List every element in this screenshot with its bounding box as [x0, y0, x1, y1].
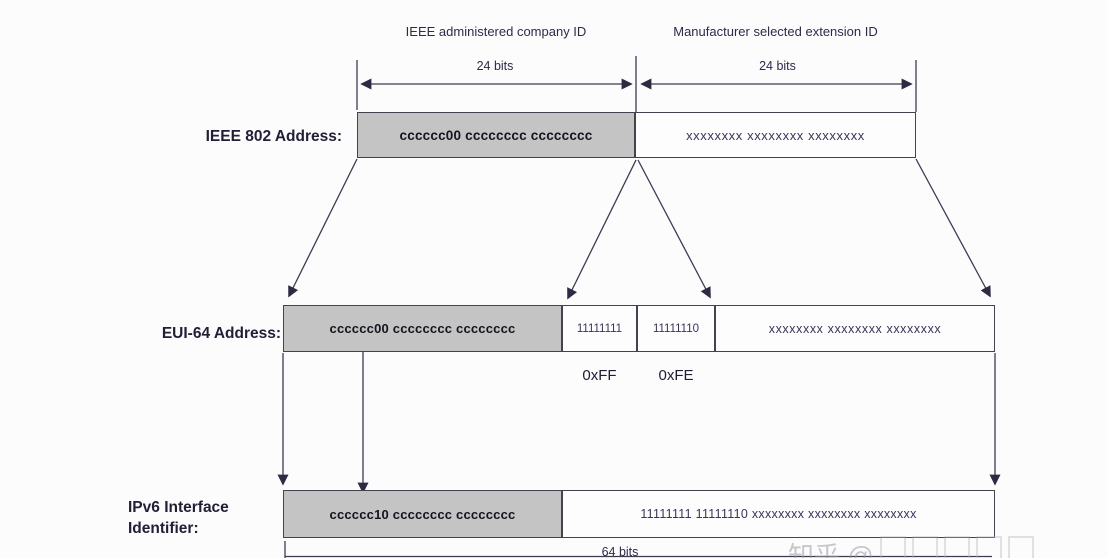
eui64-extension-id-box: xxxxxxxx xxxxxxxx xxxxxxxx: [715, 305, 995, 352]
eui64-ff-byte-bits: 11111111: [576, 322, 623, 335]
ipv6-width-label: 64 bits: [601, 545, 639, 558]
extension-id-width-label: 24 bits: [759, 59, 796, 73]
ipv6-row-label-line2: Identifier:: [128, 520, 199, 537]
watermark-glyph: [879, 536, 906, 558]
arrow-company-id-left-edge: [288, 158, 358, 298]
ieee802-company-id-box: cccccc00 cccccccc cccccccc: [357, 112, 635, 158]
eui64-fe-byte-bits: 11111110: [652, 322, 700, 335]
watermark-glyph: [975, 536, 1002, 558]
ipv6-extension-part-box: 11111111 11111110 xxxxxxxx xxxxxxxx xxxx…: [562, 490, 995, 538]
watermark-glyph: [911, 536, 938, 558]
watermark: 知乎 @: [788, 536, 1034, 558]
eui64-fe-hex-label: 0xFE: [658, 367, 694, 384]
ieee802-extension-id-bits: xxxxxxxx xxxxxxxx xxxxxxxx: [686, 127, 865, 143]
ipv6-extension-part-bits: 11111111 11111110 xxxxxxxx xxxxxxxx xxxx…: [640, 507, 917, 521]
eui64-fe-byte-box: 11111110: [637, 305, 715, 352]
ieee802-row-label: IEEE 802 Address:: [205, 128, 342, 145]
arrow-extension-id-right-edge: [915, 158, 991, 298]
watermark-text: 知乎 @: [788, 541, 874, 558]
ipv6-company-part-bits: cccccc10 cccccccc cccccccc: [329, 506, 516, 522]
ipv6-company-part-box: cccccc10 cccccccc cccccccc: [283, 490, 562, 538]
ieee802-extension-id-box: xxxxxxxx xxxxxxxx xxxxxxxx: [635, 112, 916, 158]
eui64-company-id-bits: cccccc00 cccccccc cccccccc: [329, 321, 516, 336]
eui64-row-label: EUI-64 Address:: [161, 325, 281, 342]
watermark-glyph: [1007, 536, 1034, 558]
eui64-company-id-box: cccccc00 cccccccc cccccccc: [283, 305, 562, 352]
ipv6-row-label: IPv6 Interface Identifier:: [128, 497, 229, 539]
arrow-extension-id-left-edge: [637, 159, 711, 299]
company-id-width-label: 24 bits: [476, 59, 514, 73]
eui64-extension-id-bits: xxxxxxxx xxxxxxxx xxxxxxxx: [768, 321, 942, 336]
arrow-company-id-right-edge: [567, 159, 637, 300]
watermark-glyph: [943, 536, 970, 558]
eui64-ff-hex-label: 0xFF: [582, 367, 617, 384]
extension-id-header-label: Manufacturer selected extension ID: [673, 24, 878, 39]
ieee802-company-id-bits: cccccc00 cccccccc cccccccc: [399, 127, 593, 143]
company-id-header-label: IEEE administered company ID: [405, 24, 587, 39]
ipv6-row-label-line1: IPv6 Interface: [128, 499, 229, 516]
eui64-ff-byte-box: 11111111: [562, 305, 637, 352]
